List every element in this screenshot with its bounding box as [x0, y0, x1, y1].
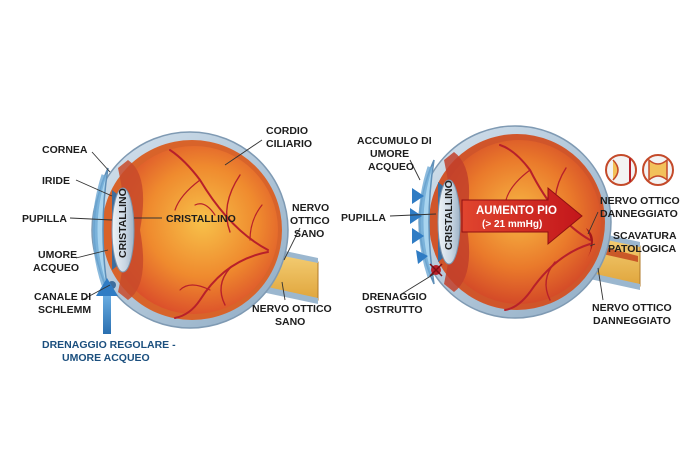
- label-nervo-danneggiato-line1: NERVO OTTICO: [600, 195, 680, 207]
- label-aumento-pio-line2: (> 21 mmHg): [482, 219, 542, 230]
- label-nervo-sano-line1: NERVO: [292, 202, 329, 214]
- left-retinal-vessels: [169, 149, 269, 319]
- label-aumento-pio-line1: AUMENTO PIO: [476, 205, 557, 217]
- label-nervo-danneggiato-line2: DANNEGGIATO: [600, 208, 678, 220]
- label-cordio-line2: CILIARIO: [266, 138, 312, 150]
- optic-disc-inset-damaged: [642, 154, 674, 186]
- label-drenaggio-ostrutto-line1: DRENAGGIO: [362, 291, 427, 303]
- label-drenaggio-regolare-line1: DRENAGGIO REGOLARE -: [42, 339, 176, 351]
- label-scavatura-line2: PATOLOGICA: [608, 243, 677, 255]
- label-nervo-danneggiato-bottom-line1: NERVO OTTICO: [592, 302, 672, 314]
- left-eye: CRISTALLINO: [91, 131, 319, 334]
- right-pathological-cupping: [586, 228, 593, 260]
- label-canale-line2: SCHLEMM: [38, 304, 91, 316]
- label-cristallino: CRISTALLINO: [166, 213, 236, 225]
- left-vitreous: [110, 146, 278, 314]
- label-accumulo-line1: ACCUMULO DI: [357, 135, 432, 147]
- label-iride: IRIDE: [42, 175, 70, 187]
- right-fluid-buildup-arrows: [410, 188, 428, 264]
- left-lens: [111, 187, 135, 273]
- right-leader-lines: [389, 159, 604, 301]
- right-lens: [437, 179, 461, 265]
- label-umore-acqueo-line1: UMORE: [38, 249, 77, 261]
- left-leader-lines: [69, 139, 301, 301]
- label-drenaggio-ostrutto-line2: OSTRUTTO: [365, 304, 423, 316]
- label-nervo-ottico-sano-bottom-line1: NERVO OTTICO: [252, 303, 332, 315]
- right-eye: CRISTALLINO AUMENTO PIO (> 21 mmHg): [410, 125, 641, 319]
- label-nervo-ottico-sano-bottom-line2: SANO: [275, 316, 305, 328]
- label-nervo-sano-line3: SANO: [294, 228, 324, 240]
- label-canale-line1: CANALE DI: [34, 291, 91, 303]
- optic-disc-insets: [605, 154, 674, 186]
- pressure-arrow: [461, 186, 583, 246]
- label-pupilla-right: PUPILLA: [341, 212, 386, 224]
- left-lens-vertical-label: CRISTALLINO: [117, 188, 129, 258]
- label-pupilla-left: PUPILLA: [22, 213, 67, 225]
- right-blocked-drainage: [429, 263, 443, 277]
- optic-disc-inset-healthy: [605, 154, 637, 186]
- label-accumulo-line3: ACQUEO: [368, 161, 414, 173]
- label-cornea: CORNEA: [42, 144, 88, 156]
- label-drenaggio-regolare-line2: UMORE ACQUEO: [62, 352, 150, 364]
- label-scavatura-line1: SCAVATURA: [613, 230, 677, 242]
- right-retinal-vessels: [499, 144, 591, 311]
- label-accumulo-line2: UMORE: [370, 148, 409, 160]
- label-cordio-line1: CORDIO: [266, 125, 308, 137]
- label-nervo-danneggiato-bottom-line2: DANNEGGIATO: [593, 315, 671, 327]
- label-nervo-sano-line2: OTTICO: [290, 215, 330, 227]
- right-lens-vertical-label: CRISTALLINO: [443, 180, 455, 250]
- label-umore-acqueo-line2: ACQUEO: [33, 262, 79, 274]
